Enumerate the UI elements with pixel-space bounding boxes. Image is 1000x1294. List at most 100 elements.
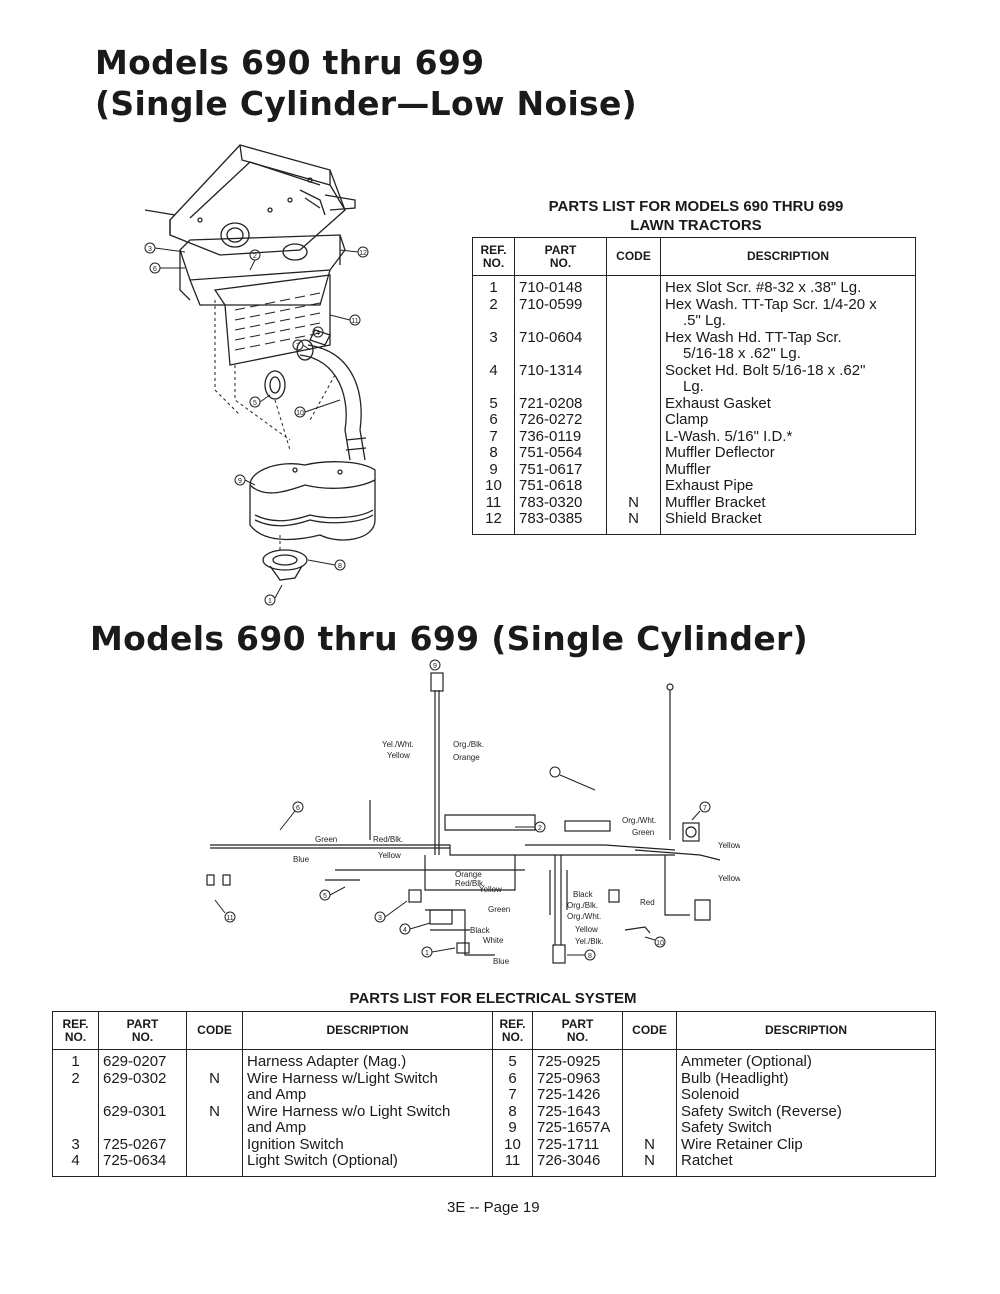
part-number: 783-0385 <box>514 510 607 535</box>
code: N <box>186 1103 243 1120</box>
code <box>186 1153 243 1177</box>
wiring-callout-2: 2 <box>538 825 542 832</box>
shield-bracket <box>179 234 346 306</box>
label-yellow4: Yellow <box>575 925 598 934</box>
exhaust-pipe <box>296 339 367 461</box>
col-code: CODE <box>606 237 661 276</box>
description: Muffler Deflector <box>660 444 916 462</box>
label-white: White <box>483 936 504 945</box>
ref-number: 1 <box>472 275 515 297</box>
elec-col-ref-left: REF.NO. <box>52 1011 99 1050</box>
elec-col-desc-right: DESCRIPTION <box>676 1011 936 1050</box>
callout-6: 6 <box>153 266 157 273</box>
empty-cell <box>98 1120 187 1137</box>
col-ref: REF.NO. <box>472 237 515 276</box>
empty-cell <box>98 1087 187 1104</box>
label-green2: Green <box>632 828 654 837</box>
description: Hex Slot Scr. #8-32 x .38" Lg. <box>660 275 916 297</box>
description: Wire Harness w/o Light Switch <box>242 1103 493 1120</box>
label-orange: Orange <box>453 753 480 762</box>
ref-number: 1 <box>52 1049 99 1071</box>
ref-number: 3 <box>52 1136 99 1153</box>
wiring-callout-11: 11 <box>226 915 233 922</box>
empty-cell <box>186 1120 243 1137</box>
description-text: Hex Wash. TT-Tap Scr. 1/4-20 x <box>665 295 877 313</box>
muffler-deflector <box>213 274 331 366</box>
code <box>606 461 661 478</box>
label-blue2: Blue <box>493 957 510 966</box>
wire-labels: Yel./Wht. Org./Blk. Yellow Orange Green … <box>293 740 740 966</box>
elec-col-code-left: CODE <box>186 1011 243 1050</box>
description: Ratchet <box>676 1152 936 1177</box>
part-number: 726-0272 <box>514 411 607 429</box>
wiring-callout-1: 1 <box>425 950 429 957</box>
callout-12: 12 <box>359 250 367 257</box>
wiring-callout-8: 8 <box>588 953 592 960</box>
callout-8: 8 <box>338 563 342 570</box>
description: Safety Switch (Reverse) <box>676 1103 936 1120</box>
code <box>622 1070 677 1087</box>
wiring-callout-labels: 9 6 3 2 7 4 11 1 10 8 5 <box>226 663 707 960</box>
description: Wire Harness w/Light Switch <box>242 1070 493 1087</box>
ref-number: 5 <box>492 1049 533 1071</box>
callout-11: 11 <box>351 318 358 325</box>
ref-number: 11 <box>472 494 515 511</box>
code <box>606 412 661 429</box>
label-org-wht2: Org./Wht. <box>567 912 601 921</box>
description-continued: Lg. <box>683 378 704 395</box>
part-number: 725-1426 <box>532 1086 623 1104</box>
description-text: Socket Hd. Bolt 5/16-18 x .62" <box>665 361 866 379</box>
description: Clamp <box>660 411 916 429</box>
description: Shield Bracket <box>660 510 916 535</box>
part-number: 725-0267 <box>98 1136 187 1153</box>
code: N <box>186 1070 243 1087</box>
description-text: Hex Wash Hd. TT-Tap Scr. <box>665 328 842 346</box>
part-number: 710-1314 <box>514 362 607 396</box>
description: Exhaust Pipe <box>660 477 916 495</box>
page-title-line2: (Single Cylinder—Low Noise) <box>95 84 638 123</box>
description-text: Muffler <box>665 460 711 478</box>
description-text: Exhaust Gasket <box>665 394 771 412</box>
callout-1: 1 <box>268 598 272 605</box>
wiring-callout-9: 9 <box>433 663 437 670</box>
page-title-line1: Models 690 thru 699 <box>95 43 485 82</box>
description: Ignition Switch <box>242 1136 493 1153</box>
code <box>606 275 661 297</box>
label-red-blk2: Red/Blk. <box>455 879 485 888</box>
part-number: 725-0634 <box>98 1152 187 1177</box>
part-number: 725-0963 <box>532 1070 623 1087</box>
code: N <box>622 1152 677 1177</box>
page-footer: 3E -- Page 19 <box>447 1199 540 1216</box>
callout-3: 3 <box>148 246 152 253</box>
code <box>622 1049 677 1071</box>
description: Light Switch (Optional) <box>242 1152 493 1177</box>
description: Socket Hd. Bolt 5/16-18 x .62"Lg. <box>660 361 916 396</box>
part-number: 751-0617 <box>514 461 607 478</box>
description: Bulb (Headlight) <box>676 1070 936 1087</box>
ref-number: 4 <box>52 1152 99 1177</box>
description: Hex Wash Hd. TT-Tap Scr.5/16-18 x .62" L… <box>660 328 916 363</box>
ref-number: 8 <box>472 444 515 462</box>
muffler-parts-heading: PARTS LIST FOR MODELS 690 THRU 699 LAWN … <box>500 197 892 235</box>
part-number: 710-0148 <box>514 275 607 297</box>
part-number: 725-1711 <box>532 1136 623 1153</box>
code: N <box>622 1136 677 1153</box>
wiring-diagram: 9 6 3 2 7 4 11 1 10 8 5 Yel./Wht. Org./B… <box>206 659 740 966</box>
ref-number: 2 <box>52 1070 99 1087</box>
code <box>186 1049 243 1071</box>
frame-bracket <box>144 144 356 256</box>
part-number: 751-0618 <box>514 477 607 495</box>
